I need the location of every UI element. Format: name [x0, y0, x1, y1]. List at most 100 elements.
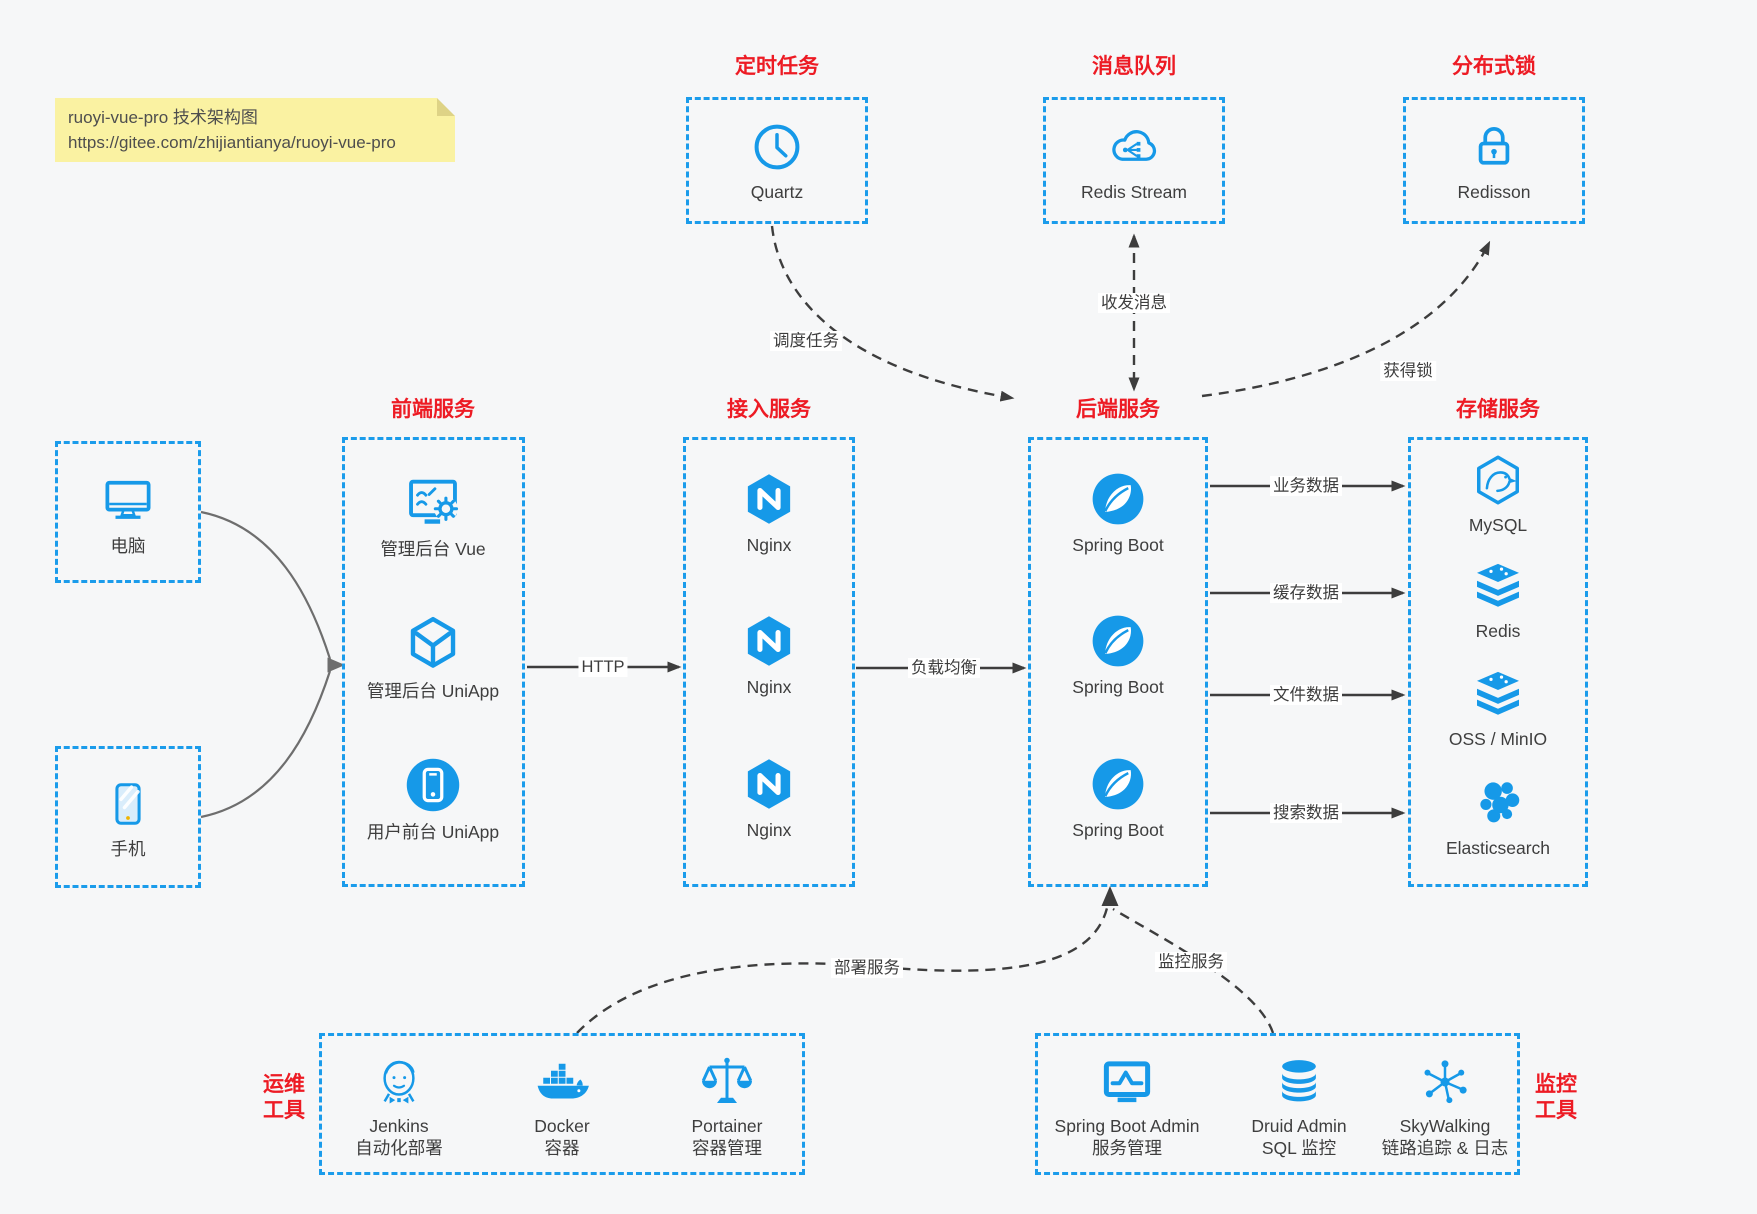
node-desc: 容器 [544, 1138, 580, 1158]
node-label: Nginx [746, 535, 792, 555]
node-name: Druid Admin [1251, 1116, 1347, 1136]
client-box-phone [55, 746, 201, 888]
node-springboot-2: Spring Boot [1023, 612, 1213, 697]
edge-deploy [576, 907, 1109, 1034]
edge-phone-to-frontend [200, 670, 332, 819]
node-label: Spring Boot [1072, 820, 1164, 840]
node-name: Docker [534, 1116, 590, 1136]
edge-label-schedule: 调度任务 [770, 331, 842, 351]
side-title-devops: 运维 工具 [263, 1073, 305, 1122]
node-mysql: MySQL [1403, 452, 1593, 535]
phone-icon [100, 776, 156, 832]
node-label: 管理后台 UniApp [366, 681, 500, 701]
node-spring-boot-admin: Spring Boot Admin 服务管理 [1042, 1052, 1212, 1158]
group-title-scheduled-tasks: 定时任务 [735, 55, 819, 78]
node-name: SkyWalking [1399, 1116, 1491, 1136]
docker-icon [532, 1052, 592, 1112]
node-redis: Redis [1403, 558, 1593, 641]
group-box-gateway [683, 437, 855, 887]
edge-label-message: 收发消息 [1098, 293, 1170, 313]
edge-label-monitor: 监控服务 [1155, 952, 1227, 972]
group-title-distributed-lock: 分布式锁 [1452, 55, 1536, 78]
node-label: 管理后台 Vue [380, 539, 486, 559]
group-title-message-queue: 消息队列 [1092, 55, 1176, 78]
node-springboot-3: Spring Boot [1023, 755, 1213, 840]
node-name: Jenkins [369, 1116, 429, 1136]
nginx-icon [740, 470, 798, 528]
node-nginx-3: Nginx [674, 755, 864, 840]
edge-label-cache-data: 缓存数据 [1270, 583, 1342, 603]
node-label: MySQL [1468, 515, 1528, 535]
node-druid-admin: Druid Admin SQL 监控 [1214, 1052, 1384, 1158]
clock-icon [749, 119, 805, 175]
group-box-storage [1408, 437, 1588, 887]
node-desc: 服务管理 [1092, 1138, 1162, 1158]
node-label: 手机 [110, 838, 146, 859]
note-title: ruoyi-vue-pro 技术架构图 [68, 108, 258, 127]
node-portainer: Portainer 容器管理 [642, 1052, 812, 1158]
jenkins-icon [369, 1052, 429, 1112]
client-box-pc [55, 441, 201, 583]
node-label: OSS / MinIO [1448, 729, 1548, 749]
edge-pc-to-frontend [200, 510, 332, 660]
mysql-icon [1470, 452, 1526, 508]
node-desc: SQL 监控 [1261, 1138, 1337, 1158]
node-jenkins: Jenkins 自动化部署 [314, 1052, 484, 1158]
nginx-icon [740, 755, 798, 813]
node-desc: 链路追踪 & 日志 [1381, 1138, 1509, 1158]
edge-label-file-data: 文件数据 [1270, 685, 1342, 705]
node-label: Redis Stream [1080, 182, 1187, 202]
arrowhead-into-backend [1101, 886, 1119, 906]
node-admin-uniapp: 管理后台 UniApp [338, 612, 528, 701]
node-desc: 自动化部署 [355, 1138, 443, 1158]
desktop-icon [98, 469, 158, 529]
sticky-note: ruoyi-vue-pro 技术架构图 https://gitee.com/zh… [55, 98, 455, 162]
node-label: 电脑 [110, 535, 146, 556]
node-label: Quartz [750, 182, 804, 202]
node-label: Spring Boot [1072, 535, 1164, 555]
node-quartz: Quartz [686, 97, 868, 224]
node-label: Nginx [746, 677, 792, 697]
cloud-mq-icon [1106, 119, 1162, 175]
arrowhead-into-frontend [327, 657, 345, 673]
nginx-icon [740, 612, 798, 670]
node-nginx-1: Nginx [674, 470, 864, 555]
group-title-storage: 存储服务 [1456, 398, 1540, 421]
edge-label-search-data: 搜索数据 [1270, 803, 1342, 823]
node-label: Elasticsearch [1445, 838, 1551, 858]
node-admin-vue: 管理后台 Vue [338, 470, 528, 559]
monitor-chart-icon [1097, 1052, 1157, 1112]
edge-label-business-data: 业务数据 [1270, 476, 1342, 496]
group-box-devops-tools [319, 1033, 805, 1175]
spring-icon [1089, 755, 1147, 813]
node-phone: 手机 [55, 746, 201, 888]
elasticsearch-icon [1469, 773, 1527, 831]
group-title-frontend: 前端服务 [391, 398, 475, 421]
group-title-backend: 后端服务 [1076, 398, 1160, 421]
topology-icon [1415, 1052, 1475, 1112]
node-label: Spring Boot [1072, 677, 1164, 697]
group-box-backend [1028, 437, 1208, 887]
note-url: https://gitee.com/zhijiantianya/ruoyi-vu… [68, 133, 396, 152]
node-docker: Docker 容器 [477, 1052, 647, 1158]
node-name: Spring Boot Admin [1054, 1116, 1200, 1136]
node-elasticsearch: Elasticsearch [1403, 773, 1593, 858]
node-pc: 电脑 [55, 441, 201, 583]
node-redis-stream: Redis Stream [1043, 97, 1225, 224]
node-skywalking: SkyWalking 链路追踪 & 日志 [1360, 1052, 1530, 1158]
node-springboot-1: Spring Boot [1023, 470, 1213, 555]
node-label: Nginx [746, 820, 792, 840]
group-title-gateway: 接入服务 [727, 398, 811, 421]
spring-icon [1089, 612, 1147, 670]
database-icon [1269, 1052, 1329, 1112]
group-box-frontend [342, 437, 525, 887]
uniapp-cube-icon [402, 612, 464, 674]
edge-lock [1201, 240, 1491, 398]
node-label: Redisson [1457, 182, 1531, 202]
group-box-scheduled-tasks [686, 97, 868, 224]
portainer-icon [697, 1052, 757, 1112]
node-name: Portainer [691, 1116, 763, 1136]
edge-label-lock: 获得锁 [1380, 361, 1436, 381]
admin-vue-icon [402, 470, 464, 532]
